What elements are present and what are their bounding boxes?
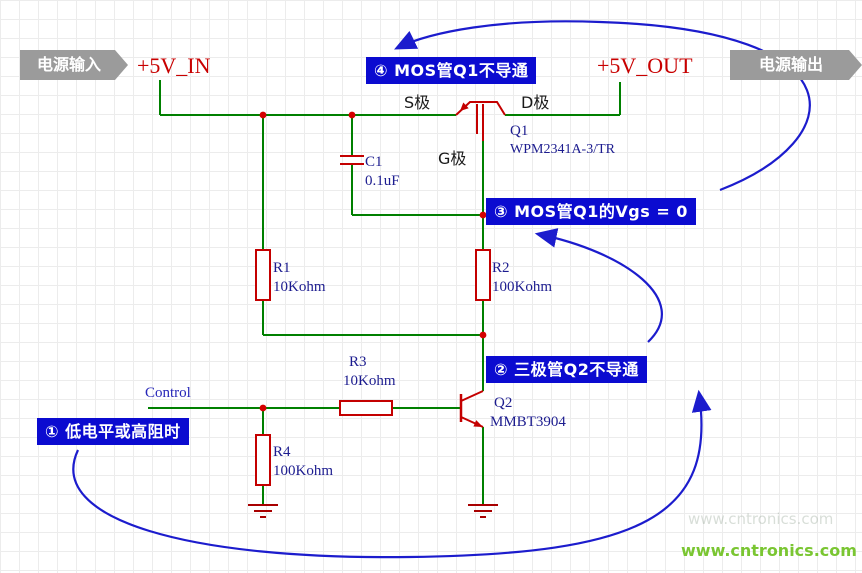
c1-value: 0.1uF xyxy=(365,173,400,189)
q2-partnumber: MMBT3904 xyxy=(490,414,566,430)
power-output-badge: 电源输出 xyxy=(730,50,862,80)
q1-refdes: Q1 xyxy=(510,123,529,139)
r1-value: 10Kohm xyxy=(273,279,326,295)
r3-refdes: R3 xyxy=(349,354,367,370)
annotation-step2: ② 三极管Q2不导通 xyxy=(486,356,647,383)
net-label-5v-in: +5V_IN xyxy=(137,53,211,78)
watermark-url: www.cntronics.com xyxy=(681,541,857,560)
capacitor-c1-symbol xyxy=(340,155,364,165)
mosfet-q1-symbol xyxy=(455,101,506,141)
r4-refdes: R4 xyxy=(273,444,291,460)
wires xyxy=(148,80,621,505)
r1-refdes: R1 xyxy=(273,260,291,276)
arrow-to-step2 xyxy=(72,389,712,559)
ground-symbols xyxy=(248,504,498,518)
resistor-r4-symbol xyxy=(255,434,271,486)
resistor-r1-symbol xyxy=(255,249,271,301)
c1-refdes: C1 xyxy=(365,154,383,170)
resistor-symbols xyxy=(255,249,491,486)
annotation-arrows xyxy=(72,20,811,559)
arrow-to-step4 xyxy=(394,20,811,192)
pin-label-source: S极 xyxy=(404,93,431,112)
annotation-step4: ④ MOS管Q1不导通 xyxy=(366,57,537,84)
r2-value: 100Kohm xyxy=(492,279,552,295)
ground-r4 xyxy=(248,504,278,518)
r4-value: 100Kohm xyxy=(273,463,333,479)
annotation-step3: ③ MOS管Q1的Vgs = 0 xyxy=(486,198,696,225)
power-input-badge: 电源输入 xyxy=(20,50,128,80)
q1-partnumber: WPM2341A-3/TR xyxy=(510,142,615,157)
transistor-q2-symbol xyxy=(459,390,484,428)
net-label-control: Control xyxy=(145,385,191,401)
q2-refdes: Q2 xyxy=(494,395,513,411)
net-label-5v-out: +5V_OUT xyxy=(597,53,693,78)
arrow-to-step3 xyxy=(534,228,663,343)
r2-refdes: R2 xyxy=(492,260,510,276)
resistor-r2-symbol xyxy=(475,249,491,301)
pin-label-gate: G极 xyxy=(438,149,467,168)
junction-dots xyxy=(259,111,487,412)
pin-label-drain: D极 xyxy=(521,93,550,112)
ground-q2 xyxy=(468,504,498,518)
resistor-r3-symbol xyxy=(339,400,393,416)
watermark-faint: www.cntronics.com xyxy=(688,510,834,528)
annotation-step1: ① 低电平或高阻时 xyxy=(37,418,189,445)
r3-value: 10Kohm xyxy=(343,373,396,389)
